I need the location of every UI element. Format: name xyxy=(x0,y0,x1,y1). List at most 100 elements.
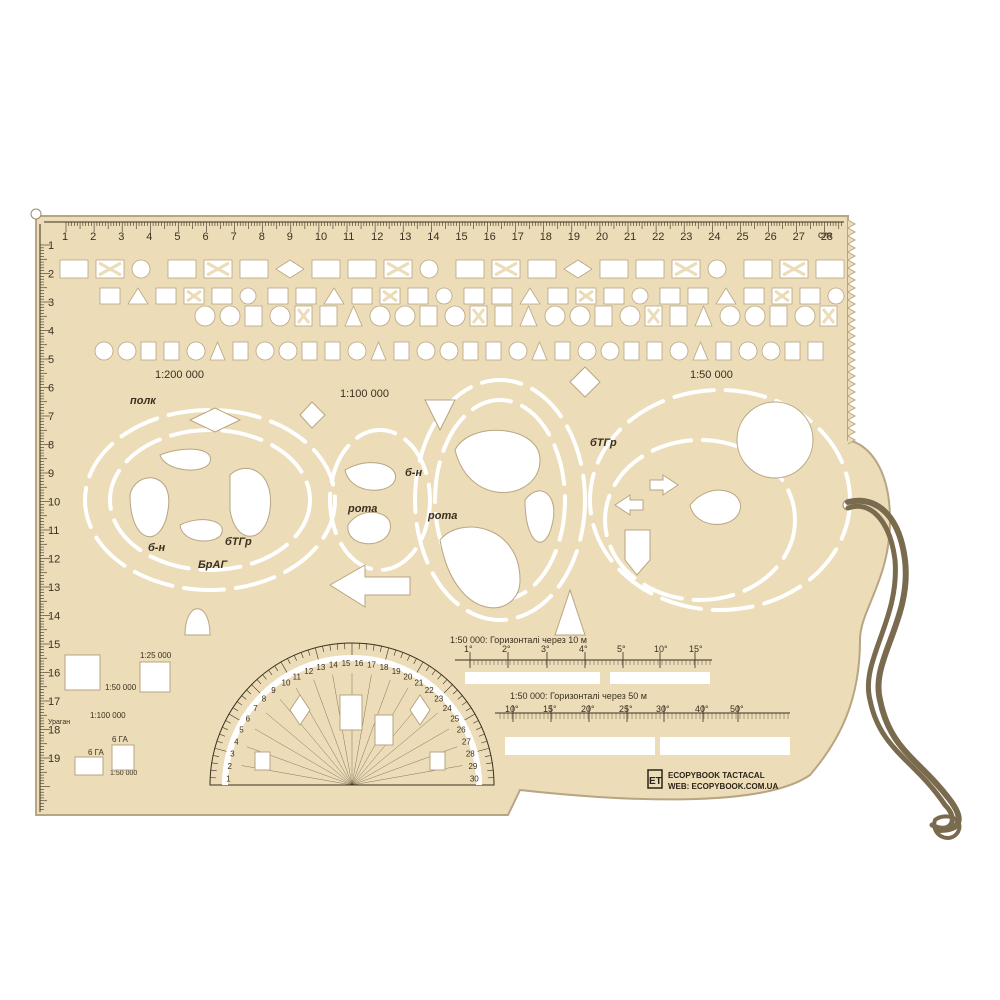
left-ruler-number: 5 xyxy=(48,354,54,366)
top-ruler-number: 15 xyxy=(455,231,467,243)
symbol-cutout xyxy=(167,259,197,279)
protractor-tick xyxy=(213,755,220,758)
symbol-cutout xyxy=(738,341,758,361)
top-ruler-number: 12 xyxy=(371,231,383,243)
top-ruler-number: 19 xyxy=(568,231,580,243)
symbol-cutout xyxy=(347,259,377,279)
protractor-tick xyxy=(236,701,243,706)
left-ruler-number: 4 xyxy=(48,326,54,338)
left-ruler-number: 18 xyxy=(48,725,60,737)
symbol-cutout xyxy=(631,287,649,305)
symbol-cutout xyxy=(99,287,121,305)
top-ruler-number: 13 xyxy=(399,231,411,243)
symbol-cutout xyxy=(194,305,216,327)
top-ruler-number: 5 xyxy=(174,231,180,243)
symbol-cutout xyxy=(784,341,801,361)
symbol-cutout xyxy=(419,259,439,279)
symbol-cutout xyxy=(319,305,338,327)
saw-tooth xyxy=(847,419,857,429)
symbol-cutout xyxy=(707,259,727,279)
contour-tick-label: 4° xyxy=(579,644,588,654)
protractor-tick xyxy=(379,646,382,653)
triangle-2 xyxy=(424,399,456,432)
protractor-number: 5 xyxy=(239,726,244,735)
symbol-cross xyxy=(578,289,594,303)
symbol-cutout xyxy=(769,305,788,327)
left-ruler-number: 14 xyxy=(48,611,60,623)
top-ruler-number: 21 xyxy=(624,231,636,243)
symbol-cutout-rows xyxy=(59,259,845,361)
left-ruler-number: 3 xyxy=(48,297,54,309)
contour-tick-label: 15° xyxy=(543,704,557,714)
label-uragan: Ураган xyxy=(48,719,70,726)
blob-6 xyxy=(347,511,391,545)
symbol-cutout xyxy=(508,341,528,361)
symbol-cutout xyxy=(163,341,180,361)
protractor-tick xyxy=(251,684,261,694)
protractor-tick xyxy=(413,658,417,664)
protractor-number: 16 xyxy=(354,659,363,668)
protractor-tick xyxy=(416,661,424,673)
diamond-2 xyxy=(299,401,326,429)
left-ruler-number: 17 xyxy=(48,696,60,708)
symbol-cutout xyxy=(275,259,305,279)
protractor-tick xyxy=(219,733,226,737)
top-ruler-number: 20 xyxy=(596,231,608,243)
symbol-cross xyxy=(386,261,410,277)
top-ruler-number: 1 xyxy=(62,231,68,243)
symbol-cutout xyxy=(794,305,816,327)
symbol-cutout xyxy=(462,341,479,361)
top-ruler-unit: cm xyxy=(818,230,831,241)
top-ruler-number: 22 xyxy=(652,231,664,243)
hanging-hole xyxy=(30,208,42,220)
left-ruler-number: 6 xyxy=(48,383,54,395)
left-ruler-number: 19 xyxy=(48,753,60,765)
shield-1 xyxy=(624,529,651,576)
saw-tooth xyxy=(847,379,857,389)
protractor-number: 2 xyxy=(228,762,233,771)
protractor-tick xyxy=(314,647,319,660)
protractor-tick xyxy=(307,649,311,656)
symbol-cross xyxy=(382,289,398,303)
symbol-row-3 xyxy=(194,304,838,327)
saw-tooth xyxy=(847,283,857,293)
protractor-tick xyxy=(486,762,493,765)
scale-1-50000: 1:50 000 xyxy=(690,369,733,381)
symbol-cutout xyxy=(491,287,513,305)
symbol-cutout xyxy=(301,341,318,361)
protractor-number: 14 xyxy=(329,661,338,670)
label-btgr-1: бТГр xyxy=(225,536,252,548)
top-ruler-number: 28 xyxy=(821,231,833,243)
protractor-tick xyxy=(222,726,228,730)
symbol-cutout xyxy=(669,341,689,361)
blob-8 xyxy=(439,526,521,609)
top-ruler-number: 3 xyxy=(118,231,124,243)
symbol-cross xyxy=(646,308,661,324)
symbol-row-2 xyxy=(99,287,845,305)
symbol-cross xyxy=(782,261,806,277)
brand-logo-box xyxy=(647,769,663,789)
scale-1-25000-a: 1:25 000 xyxy=(140,651,172,660)
protractor-ray xyxy=(351,679,391,786)
left-ruler-number: 13 xyxy=(48,582,60,594)
protractor-number: 9 xyxy=(271,686,276,695)
saw-tooth xyxy=(847,347,857,357)
blob-7 xyxy=(454,429,541,493)
saw-tooth xyxy=(847,235,857,245)
big-circle xyxy=(736,401,814,479)
label-btgr-2: бТГр xyxy=(590,437,617,449)
protractor-tick xyxy=(477,747,490,752)
symbol-cross xyxy=(471,308,486,324)
symbol-cross xyxy=(186,289,202,303)
contour-tick-label: 5° xyxy=(617,644,626,654)
contour-tick-label: 1° xyxy=(464,644,473,654)
symbol-cutout xyxy=(623,341,640,361)
saw-tooth xyxy=(847,403,857,413)
saw-tooth xyxy=(847,387,857,397)
symbol-cutout xyxy=(59,259,89,279)
symbol-cutout xyxy=(799,287,821,305)
contour-tick-label: 15° xyxy=(689,644,703,654)
brand-name: ECOPYBOOK TACTACAL xyxy=(668,771,765,780)
symbol-row-1 xyxy=(59,259,845,279)
